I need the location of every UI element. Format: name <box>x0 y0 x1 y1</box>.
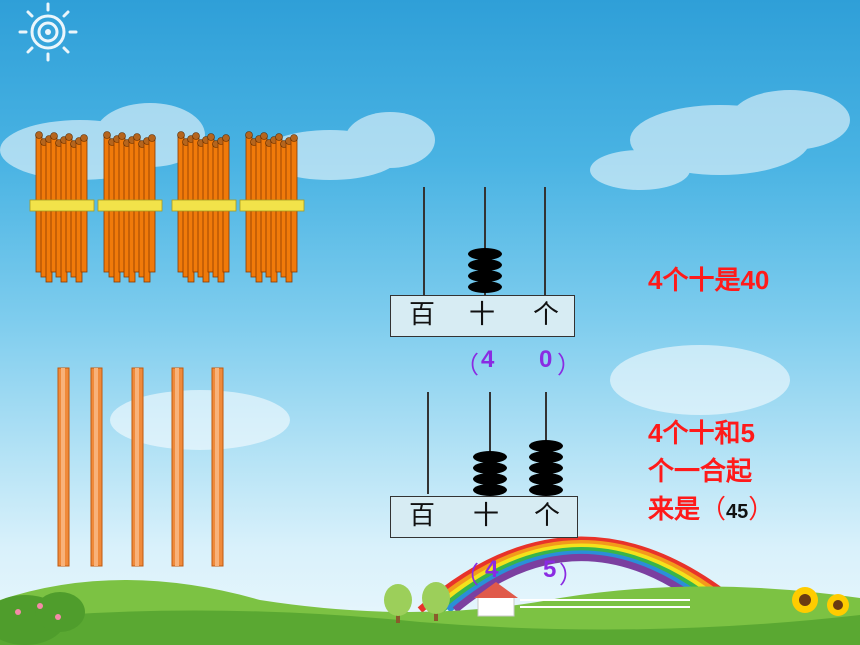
place-label-ones: 个 <box>534 501 561 531</box>
abacus-bead <box>473 473 507 485</box>
statement-forty: 4个十是40 <box>648 265 770 295</box>
answer-tens-digit: 4 <box>481 346 495 373</box>
abacus-bottom-rod-hundreds <box>427 392 429 494</box>
bundle-band <box>29 199 95 212</box>
sun-icon <box>18 2 78 62</box>
abacus-bead <box>473 462 507 474</box>
flower-icon <box>15 603 61 620</box>
abacus-bottom-place-labels: 百 十 个 <box>390 496 578 538</box>
answer-ones-digit: 5 <box>543 556 557 583</box>
abacus-bead <box>468 248 502 260</box>
abacus-bead <box>529 473 563 485</box>
single-stick <box>90 367 103 567</box>
place-label-tens: 十 <box>469 300 496 330</box>
abacus-top-answer: （ 4 0 ） <box>455 346 581 379</box>
abacus-bottom-answer: （ 4 5 ） <box>455 556 583 589</box>
sunflower-icon <box>792 587 849 616</box>
abacus-top-rod-ones <box>544 187 546 295</box>
stick-bundle <box>171 131 237 283</box>
bundle-band <box>239 199 305 212</box>
answer-ones-digit: 0 <box>539 346 553 373</box>
stick-bundle <box>239 131 305 283</box>
abacus-top-rod-hundreds <box>423 187 425 295</box>
abacus-top-rod-tens <box>484 187 486 295</box>
abacus-bead <box>529 484 563 496</box>
single-stick <box>211 367 224 567</box>
abacus-bead <box>468 270 502 282</box>
abacus-bead <box>468 281 502 293</box>
abacus-bottom-rod-tens <box>489 392 491 494</box>
abacus-bead <box>529 462 563 474</box>
abacus-top-place-labels: 百 十 个 <box>390 295 575 337</box>
fence-icon <box>520 599 690 608</box>
place-label-hundreds: 百 <box>409 300 436 330</box>
rainbow-icon <box>417 536 748 613</box>
bundle-band <box>97 199 163 212</box>
stick-bundle <box>97 131 163 283</box>
place-label-tens: 十 <box>473 501 500 531</box>
abacus-bead <box>529 440 563 452</box>
abacus-bead <box>468 259 502 271</box>
tree-icon <box>384 582 450 623</box>
house-icon <box>474 582 518 617</box>
statement-forty-five: 4个十和5 个一合起 来是（45） <box>648 418 775 524</box>
stick-bundle <box>29 131 95 283</box>
place-label-ones: 个 <box>533 300 560 330</box>
place-label-hundreds: 百 <box>409 501 436 531</box>
abacus-bead <box>473 484 507 496</box>
bundle-band <box>171 199 237 212</box>
abacus-bead <box>473 451 507 463</box>
abacus-bead <box>529 451 563 463</box>
single-stick <box>131 367 144 567</box>
answer-forty-five: 45 <box>726 501 749 523</box>
single-stick <box>171 367 184 567</box>
bush-icon <box>0 592 85 645</box>
answer-tens-digit: 4 <box>485 556 499 583</box>
single-stick <box>57 367 70 567</box>
